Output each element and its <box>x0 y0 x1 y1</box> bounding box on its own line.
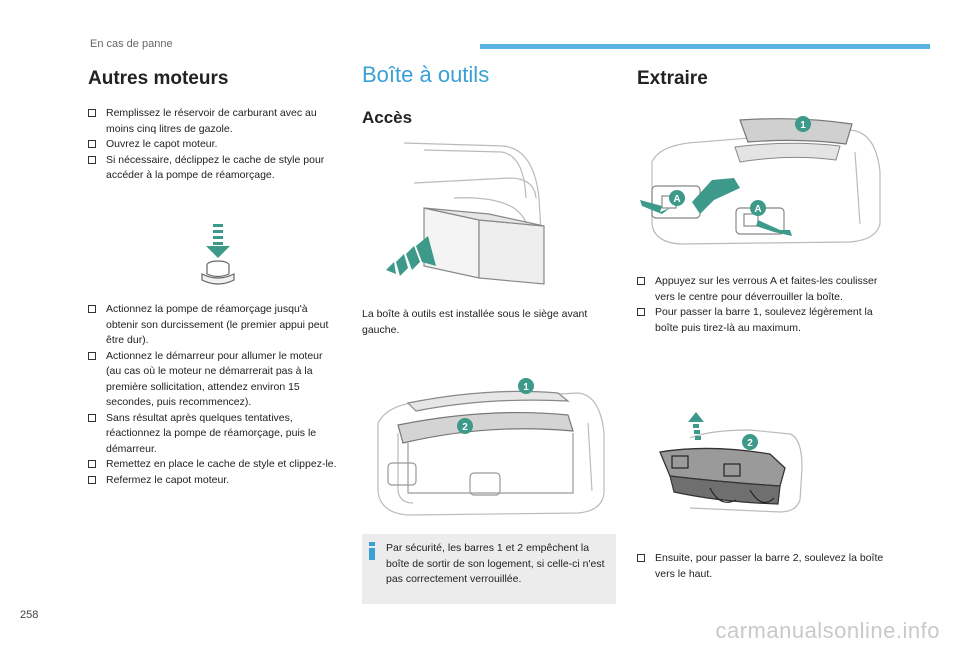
list-item: Sans résultat après quelques tentatives,… <box>88 411 338 458</box>
callout-2 <box>457 418 473 434</box>
steps-list-bottom: Actionnez la pompe de réamorçage jusqu'à… <box>88 302 338 488</box>
callout-a-right <box>750 200 766 216</box>
middle-column: Boîte à outils Accès <box>362 62 616 128</box>
extract-steps-list: Appuyez sur les verrous A et faites-les … <box>637 274 893 336</box>
toolbox-bars-illustration: 1 2 <box>377 378 605 516</box>
info-icon <box>369 542 375 560</box>
list-item: Si nécessaire, déclippez le cache de sty… <box>88 153 338 184</box>
svg-text:2: 2 <box>462 422 468 433</box>
extract-steps-list-final: Ensuite, pour passer la barre 2, souleve… <box>637 551 893 582</box>
right-column: Extraire <box>637 62 893 90</box>
bullet-icon <box>88 351 96 360</box>
bullet-icon <box>88 460 96 468</box>
right-text-top: Appuyez sur les verrous A et faites-les … <box>637 274 893 336</box>
list-item: Remettez en place le cache de style et c… <box>88 457 338 473</box>
page-number: 258 <box>20 609 39 621</box>
callout-1 <box>795 116 811 132</box>
list-item: Actionnez le démarreur pour allumer le m… <box>88 349 338 411</box>
subsection-title-acces: Accès <box>362 108 413 127</box>
section-title-extraire: Extraire <box>637 68 708 89</box>
callout-2 <box>742 434 758 450</box>
list-item: Pour passer la barre 1, soulevez légèrem… <box>637 305 893 336</box>
priming-pump-illustration <box>201 224 235 285</box>
svg-text:A: A <box>754 204 761 215</box>
safety-note-text: Par sécurité, les barres 1 et 2 empêchen… <box>386 542 605 585</box>
left-column: Autres moteurs Remplissez le réservoir d… <box>88 62 338 184</box>
seat-toolbox-location-illustration <box>386 142 545 285</box>
list-item: Ouvrez le capot moteur. <box>88 137 338 153</box>
right-text-bottom: Ensuite, pour passer la barre 2, souleve… <box>637 551 893 582</box>
section-title-boite-a-outils: Boîte à outils <box>362 62 490 87</box>
bullet-icon <box>88 140 96 148</box>
access-description: La boîte à outils est installée sous le … <box>362 308 588 336</box>
callout-a-left <box>669 190 685 206</box>
callout-1 <box>518 378 534 394</box>
list-item: Appuyez sur les verrous A et faites-les … <box>637 274 893 305</box>
watermark: carmanualsonline.info <box>715 618 940 643</box>
header-accent-bar <box>480 44 930 49</box>
bullet-icon <box>88 305 96 313</box>
section-title-autres-moteurs: Autres moteurs <box>88 68 229 89</box>
left-column-lower: Actionnez la pompe de réamorçage jusqu'à… <box>88 302 338 488</box>
bullet-icon <box>88 155 96 164</box>
bullet-icon <box>637 277 645 285</box>
svg-text:1: 1 <box>523 382 529 393</box>
bullet-icon <box>88 475 96 484</box>
steps-list-top: Remplissez le réservoir de carburant ave… <box>88 106 338 184</box>
section-label: En cas de panne <box>90 38 173 50</box>
middle-text: La boîte à outils est installée sous le … <box>362 307 616 338</box>
list-item: Ensuite, pour passer la barre 2, souleve… <box>637 551 893 582</box>
svg-text:A: A <box>673 194 680 205</box>
bullet-icon <box>637 308 645 316</box>
svg-text:2: 2 <box>747 438 753 449</box>
bullet-icon <box>88 109 96 117</box>
bullet-icon <box>88 413 96 422</box>
list-item: Actionnez la pompe de réamorçage jusqu'à… <box>88 302 338 349</box>
safety-note: Par sécurité, les barres 1 et 2 empêchen… <box>362 534 616 604</box>
svg-text:1: 1 <box>800 120 806 131</box>
list-item: Remplissez le réservoir de carburant ave… <box>88 106 338 137</box>
bullet-icon <box>637 554 645 562</box>
list-item: Refermez le capot moteur. <box>88 473 338 489</box>
lift-toolbox-illustration: 2 <box>659 412 803 513</box>
unlock-latches-illustration: 1 A A <box>640 116 881 245</box>
